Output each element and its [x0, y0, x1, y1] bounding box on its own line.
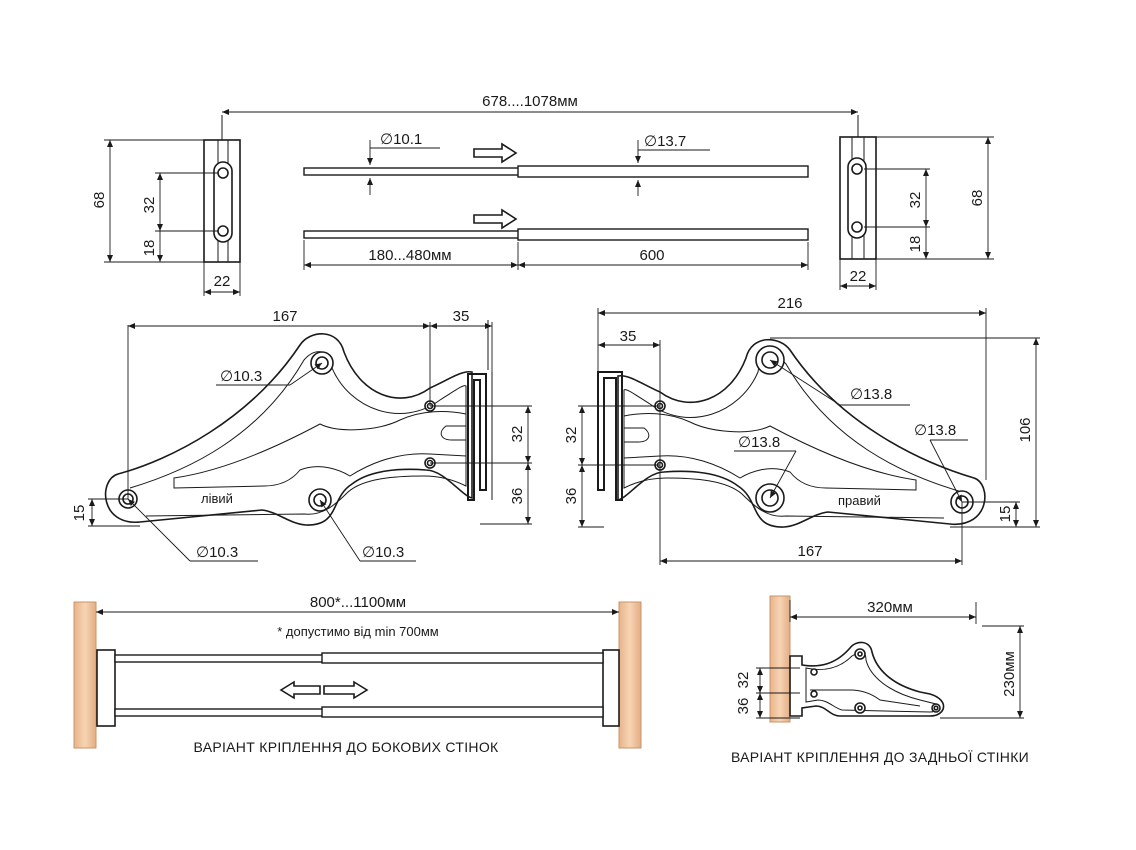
- left-wall-panel: [73, 601, 97, 749]
- rod-bottom: [303, 228, 809, 241]
- left-plate-width: 22: [214, 273, 231, 290]
- left-plate-offset: 18: [141, 240, 158, 257]
- rod-top: [303, 165, 809, 178]
- slide-right-arrow-icon: [323, 680, 369, 700]
- left-bracket-bottom: 36: [509, 488, 526, 505]
- slide-left-arrow-icon: [279, 680, 321, 700]
- back-mount-bottom: 36: [735, 698, 752, 715]
- right-bracket: правий 216 35 167 106 15 32 36 ∅13.8 ∅13…: [563, 295, 1040, 565]
- left-bracket-label: лівий: [201, 491, 233, 506]
- left-plate-height: 68: [91, 192, 108, 209]
- right-plate-height: 68: [969, 190, 986, 207]
- right-plate-width: 22: [850, 268, 867, 285]
- back-mount-height: 230мм: [1001, 651, 1018, 697]
- right-hole-top: ∅13.8: [850, 386, 892, 403]
- right-wall-panel: [618, 601, 642, 749]
- right-bracket-overall: 216: [777, 295, 802, 312]
- back-mount-spacing: 32: [735, 672, 752, 689]
- slide-arrow-icon: [473, 208, 518, 230]
- right-hole-mid: ∅13.8: [738, 434, 780, 451]
- back-wall-mount: 320мм 230мм 32 36 ВАРІАНТ КРІПЛЕННЯ ДО З…: [731, 595, 1029, 765]
- slide-arrow-icon: [473, 142, 518, 164]
- right-plate-offset: 18: [907, 236, 924, 253]
- right-bracket-end: 15: [997, 506, 1014, 523]
- large-rod-diameter: ∅13.7: [644, 133, 686, 150]
- left-bracket-end: 15: [71, 505, 88, 522]
- side-mount-span: 800*...1100мм: [310, 594, 406, 611]
- back-mount-depth: 320мм: [867, 599, 913, 616]
- top-assembly: 678....1078мм 32 18 68 22: [91, 93, 994, 296]
- left-bracket-offset: 35: [453, 308, 470, 325]
- right-hole-end: ∅13.8: [914, 422, 956, 439]
- side-mount-note: * допустимо від min 700мм: [277, 624, 439, 639]
- side-wall-mount: 800*...1100мм * допустимо від min 700мм …: [73, 594, 642, 755]
- right-end-plate: 32 18 68 22: [839, 136, 994, 290]
- left-bracket-spacing: 32: [509, 426, 526, 443]
- right-bracket-bottom: 36: [563, 488, 580, 505]
- outer-tube-length: 600: [639, 247, 664, 264]
- right-bracket-height: 106: [1017, 417, 1034, 442]
- back-wall-panel: [769, 595, 791, 723]
- left-hole-bottom: ∅10.3: [362, 544, 404, 561]
- overall-length-label: 678....1078мм: [482, 93, 578, 110]
- left-bracket-width: 167: [272, 308, 297, 325]
- right-side-plate: [602, 649, 620, 727]
- right-bracket-spacing: 32: [563, 427, 580, 444]
- side-mount-caption: ВАРІАНТ КРІПЛЕННЯ ДО БОКОВИХ СТІНОК: [194, 739, 500, 755]
- small-rod-diameter: ∅10.1: [380, 131, 422, 148]
- right-plate-spacing: 32: [907, 192, 924, 209]
- left-plate-spacing: 32: [141, 197, 158, 214]
- inner-rod-length: 180...480мм: [368, 247, 451, 264]
- right-bracket-offset: 35: [620, 328, 637, 345]
- left-bracket: лівий 167 35 32 36 15 ∅10.3 ∅10.3 ∅10.3: [71, 308, 532, 562]
- right-bracket-label: правий: [838, 493, 881, 508]
- left-end-plate: 32 18 68 22: [91, 139, 241, 296]
- left-side-plate: [96, 649, 116, 727]
- left-hole-top: ∅10.3: [220, 368, 262, 385]
- back-mount-caption: ВАРІАНТ КРІПЛЕННЯ ДО ЗАДНЬОЇ СТІНКИ: [731, 749, 1029, 765]
- left-hole-end: ∅10.3: [196, 544, 238, 561]
- right-bracket-width: 167: [797, 543, 822, 560]
